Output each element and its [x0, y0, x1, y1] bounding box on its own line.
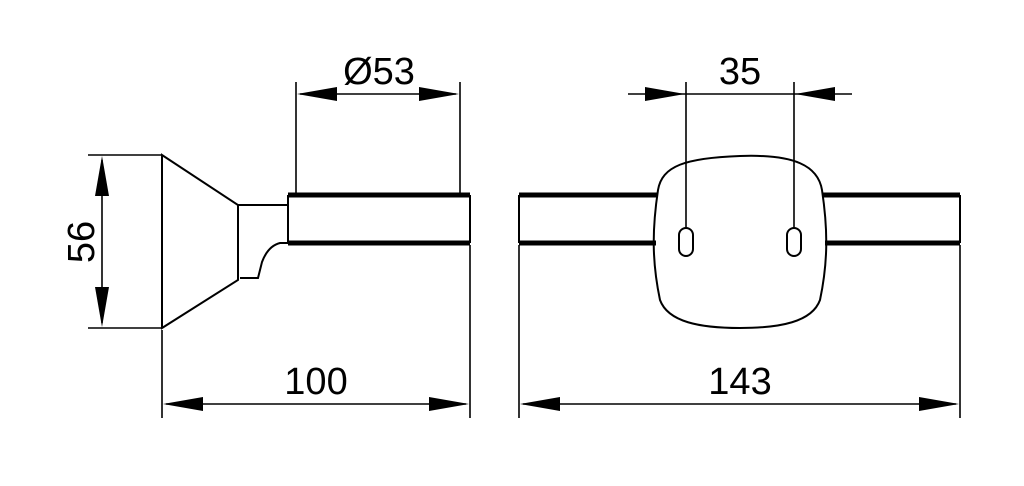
arrow-left [297, 87, 337, 101]
arrow-right [429, 397, 469, 411]
arrow-up [95, 156, 109, 196]
arrow-left [795, 87, 835, 101]
front-view: 35 143 [518, 51, 961, 418]
side-neck [238, 204, 288, 279]
front-rod-right [823, 192, 961, 246]
side-view: 56 Ø53 100 [61, 51, 471, 418]
dimension-hole-spacing: 35 [628, 51, 852, 228]
arrow-right [919, 397, 959, 411]
dimension-height: 56 [61, 154, 162, 329]
dimension-depth-label: 100 [284, 361, 347, 403]
dimension-height-label: 56 [61, 221, 103, 263]
mounting-hole-right [786, 227, 802, 257]
front-rod-left [518, 192, 658, 246]
arrow-left [163, 397, 203, 411]
arrow-left [520, 397, 560, 411]
arrow-right [645, 87, 685, 101]
side-rod [287, 192, 471, 246]
mounting-plate [652, 154, 828, 330]
dimension-diameter: Ø53 [295, 51, 461, 195]
side-rosette [161, 153, 239, 330]
arrow-down [95, 287, 109, 327]
dimension-width: 143 [518, 245, 961, 418]
arrow-right [419, 87, 459, 101]
mounting-hole-left [678, 227, 694, 257]
dimension-diameter-label: Ø53 [343, 51, 415, 93]
dimension-depth: 100 [161, 245, 471, 418]
dimension-hole-spacing-label: 35 [719, 51, 761, 93]
dimension-width-label: 143 [708, 361, 771, 403]
